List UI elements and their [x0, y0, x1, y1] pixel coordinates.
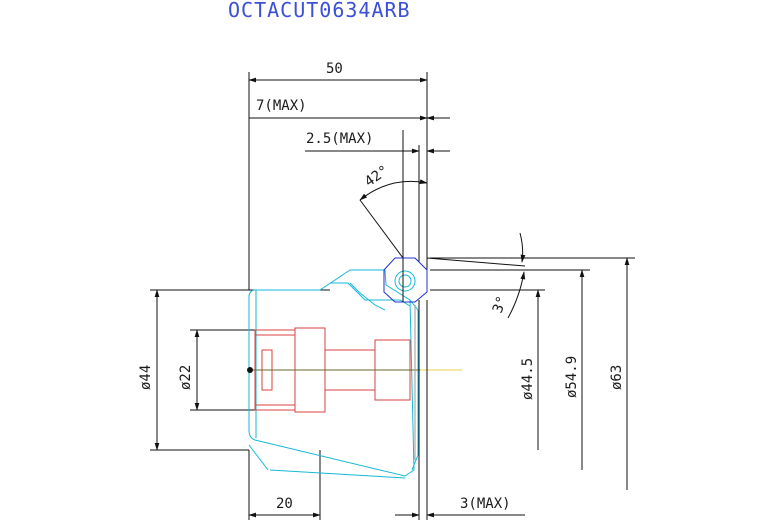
angle-3-label: 3° [490, 294, 511, 315]
dimension-20-label: 20 [276, 496, 293, 512]
dimension-2-5max-label: 2.5(MAX) [306, 131, 373, 147]
dimension-20: 20 [248, 496, 321, 518]
dimension-7max: 7(MAX) [249, 98, 450, 121]
dimension-dia-22-label: ø22 [178, 365, 194, 390]
angle-3: 3° [426, 232, 526, 319]
dimension-2-5max: 2.5(MAX) [305, 131, 450, 154]
octagon-insert [383, 257, 428, 303]
cutter-body [248, 269, 419, 479]
dimension-dia-44: ø44 [138, 289, 160, 451]
center-point [247, 367, 253, 373]
dimension-dia-44-5: ø44.5 [520, 289, 541, 450]
angle-42: 42° [359, 163, 428, 259]
dimension-50: 50 [248, 61, 428, 83]
dimension-dia-54-9-label: ø54.9 [564, 356, 580, 398]
dimension-dia-44-label: ø44 [138, 365, 154, 390]
dimension-dia-22: ø22 [178, 329, 200, 411]
dimension-dia-63-label: ø63 [609, 365, 625, 390]
extension-lines [150, 72, 635, 520]
angle-42-label: 42° [362, 163, 392, 191]
dimension-dia-63: ø63 [609, 257, 630, 490]
dimension-3max-label: 3(MAX) [460, 496, 511, 512]
face-plate [414, 300, 428, 470]
drawing-title: OCTACUT0634ARB [228, 0, 411, 22]
dimension-3max: 3(MAX) [395, 496, 525, 518]
dimension-dia-54-9: ø54.9 [564, 269, 585, 470]
dimension-50-label: 50 [326, 61, 343, 77]
dimension-dia-44-5-label: ø44.5 [520, 358, 536, 400]
dimension-7max-label: 7(MAX) [256, 98, 307, 114]
